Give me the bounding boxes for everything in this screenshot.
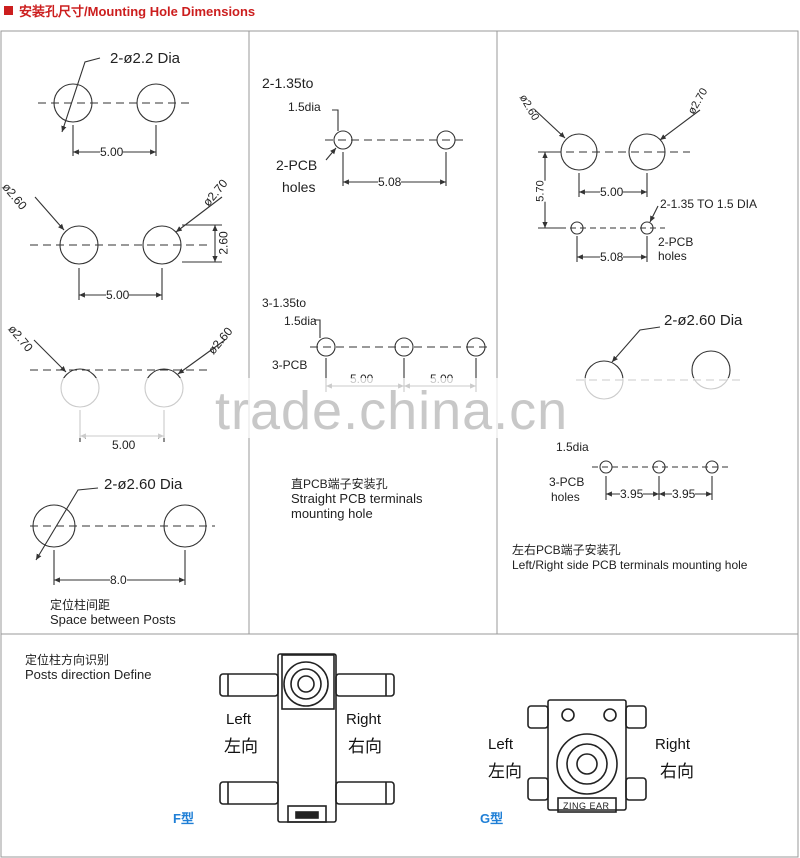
right-d1-holes-b: holes <box>658 249 687 263</box>
bottom-caption-cn: 定位柱方向识别 <box>25 653 110 667</box>
mid-d1-callout-a: 2-1.35to <box>262 75 314 91</box>
right-d1-height: 5.70 <box>533 180 548 202</box>
left-d4-spacing: 8.0 <box>110 573 127 587</box>
watermark: trade.china.cn <box>215 381 569 441</box>
page-header: 安装孔尺寸/Mounting Hole Dimensions <box>0 0 255 20</box>
mid-caption-en-2: mounting hole <box>291 506 373 521</box>
g-type-component <box>527 699 647 813</box>
right-d1-holes-a: 2-PCB <box>658 235 694 249</box>
left-caption-en: Space between Posts <box>50 612 176 627</box>
page-title: 安装孔尺寸/Mounting Hole Dimensions <box>19 3 256 19</box>
f-type-component <box>219 653 395 823</box>
mid-caption-en-1: Straight PCB terminals <box>291 491 423 506</box>
right-d1-spacing-top: 5.00 <box>600 185 624 199</box>
left-d1-spacing: 5.00 <box>100 145 124 159</box>
left-d4-callout: 2-ø2.60 Dia <box>104 476 183 493</box>
g-left-en: Left <box>488 736 514 753</box>
mid-d1-spacing: 5.08 <box>378 175 402 189</box>
g-right-cn: 右向 <box>660 762 694 781</box>
right-caption: 左右PCB端子安装孔 <box>512 543 621 557</box>
left-caption-cn: 定位柱间距 <box>50 598 111 612</box>
mid-d1-holes-a: 2-PCB <box>276 157 318 173</box>
right-d2-spacing-1: 3.95 <box>620 487 644 501</box>
mid-caption-cn: 直PCB端子安装孔 <box>291 477 388 491</box>
f-right-cn: 右向 <box>348 737 382 756</box>
g-right-en: Right <box>655 736 691 753</box>
watermark-band <box>60 378 760 438</box>
f-left-en: Left <box>226 711 252 728</box>
left-d2-height: 2.60 <box>216 231 231 255</box>
right-d2-holes-a: 3-PCB <box>549 475 585 489</box>
mid-d2-holes-a: 3-PCB <box>272 358 308 372</box>
left-d1-callout: 2-ø2.2 Dia <box>110 50 181 67</box>
right-d1-callout: 2-1.35 TO 1.5 DIA <box>660 197 757 211</box>
frame <box>0 30 799 858</box>
f-type-label: F型 <box>173 811 194 826</box>
left-diagram-4 <box>30 487 215 585</box>
right-d2-spacing-2: 3.95 <box>672 487 696 501</box>
right-caption-en: Left/Right side PCB terminals mounting h… <box>512 558 748 572</box>
left-d2-spacing: 5.00 <box>106 288 130 302</box>
mid-d1-holes-b: holes <box>282 179 316 195</box>
outer-frame <box>0 30 799 858</box>
right-d2-small-callout: 1.5dia <box>556 440 589 454</box>
f-left-cn: 左向 <box>224 737 258 756</box>
mid-d2-callout-b: 1.5dia <box>284 314 317 328</box>
left-diagram-1 <box>38 57 192 156</box>
left-d3-spacing: 5.00 <box>112 438 136 452</box>
bottom-caption-en: Posts direction Define <box>25 667 152 682</box>
g-left-cn: 左向 <box>488 762 522 781</box>
right-d1-spacing-bottom: 5.08 <box>600 250 624 264</box>
header-square-icon <box>4 5 13 15</box>
g-type-label: G型 <box>480 811 504 826</box>
left-diagram-2 <box>30 196 223 300</box>
right-d2-holes-b: holes <box>551 490 580 504</box>
mid-d2-callout-a: 3-1.35to <box>262 296 307 310</box>
right-d2-callout: 2-ø2.60 Dia <box>664 312 743 329</box>
f-right-en: Right <box>346 711 382 728</box>
mid-d1-callout-b: 1.5dia <box>288 100 321 114</box>
g-brand-label: ZING EAR <box>563 801 610 811</box>
